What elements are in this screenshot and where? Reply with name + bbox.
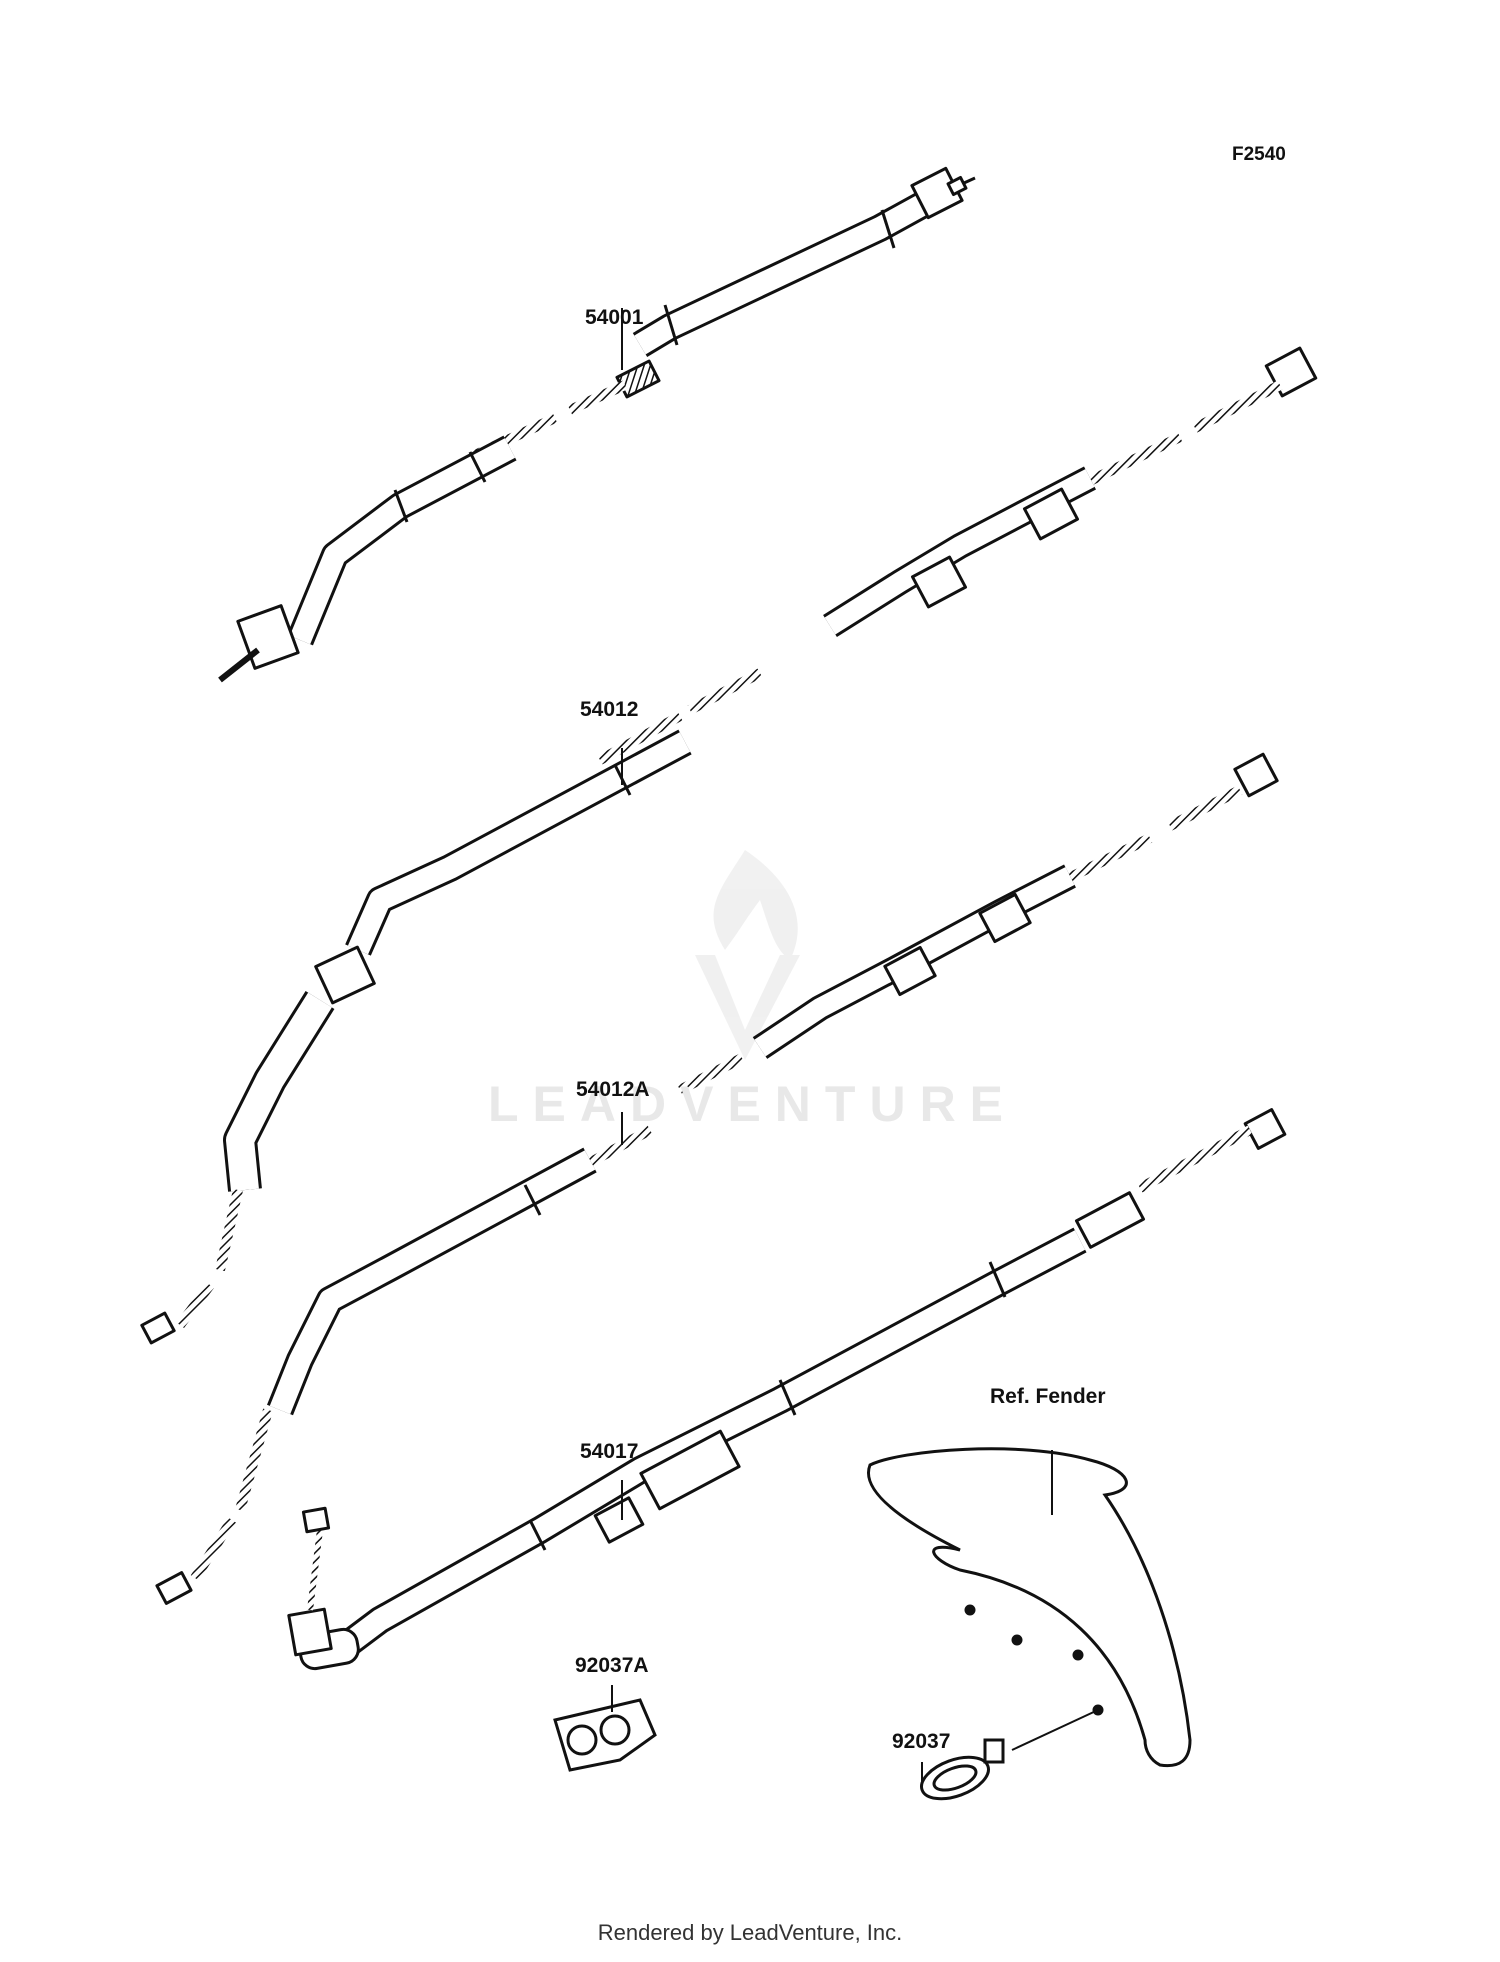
watermark-logo xyxy=(695,850,800,1060)
part-label-92037[interactable]: 92037 xyxy=(892,1730,951,1753)
cable-54012 xyxy=(140,346,1318,1345)
reference-label-fender: Ref. Fender xyxy=(990,1385,1106,1408)
cable-54001 xyxy=(218,166,976,683)
part-label-54001[interactable]: 54001 xyxy=(585,306,644,329)
footer-credit: Rendered by LeadVenture, Inc. xyxy=(597,1920,903,1945)
watermark-text: LEADVENTURE xyxy=(488,1076,1018,1132)
cable-54017 xyxy=(287,1108,1287,1671)
part-label-92037A[interactable]: 92037A xyxy=(575,1654,649,1677)
part-label-54017[interactable]: 54017 xyxy=(580,1440,639,1463)
diagram-code: F2540 xyxy=(1232,144,1286,165)
clamp-92037A xyxy=(553,1698,657,1772)
fender-reference xyxy=(867,1447,1192,1768)
cable-54012A xyxy=(155,752,1279,1605)
part-label-54012[interactable]: 54012 xyxy=(580,698,639,721)
part-label-54012A[interactable]: 54012A xyxy=(576,1078,650,1101)
leader-lines xyxy=(611,308,923,1790)
